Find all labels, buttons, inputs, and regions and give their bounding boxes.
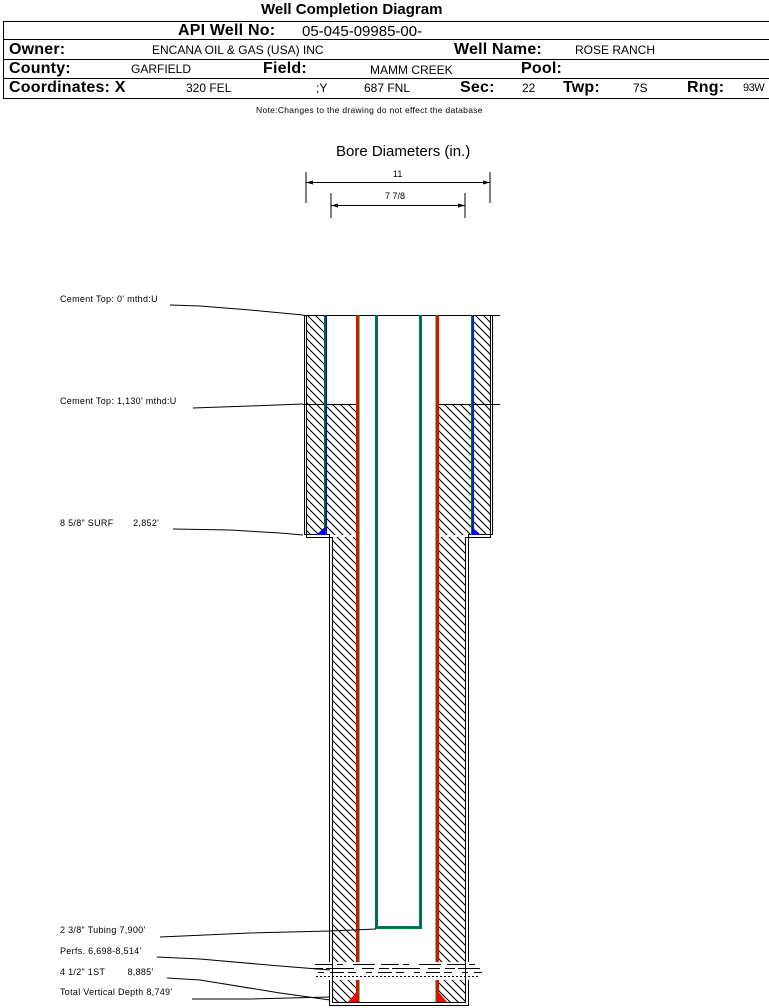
api-well-label: API Well No: [178, 22, 276, 39]
casing-edge [324, 315, 326, 535]
bore-dimension-7-7-8: 7 7/8 [330, 191, 466, 218]
coordinates-x-label: Coordinates: X [9, 79, 126, 96]
cement-surface-right [473, 315, 490, 535]
rng-label: Rng: [687, 79, 725, 96]
cement-production-lower-left [332, 537, 357, 1002]
tubing-string [375, 315, 422, 929]
api-well-value: 05-045-09985-00- [302, 23, 423, 40]
annotation-tubing: 2 3/8" Tubing 7,900' [60, 925, 145, 935]
casing-edge [435, 315, 437, 1002]
page-title: Well Completion Diagram [261, 1, 443, 18]
casing-wall-left [356, 315, 359, 1002]
table-row-divider [3, 78, 769, 79]
disclaimer-note: Note:Changes to the drawing do not effec… [256, 105, 483, 115]
arrow-right-icon [483, 180, 490, 185]
sec-value: 22 [522, 81, 536, 95]
cement-surface-left [306, 315, 325, 535]
inner-wall [306, 316, 491, 1003]
perforations [313, 962, 482, 980]
table-row-divider [3, 59, 769, 60]
casing-shoe-right-icon [472, 527, 481, 535]
well-name-label: Well Name: [454, 41, 542, 58]
casing-shoe-right-icon [437, 990, 447, 1002]
cement-production-upper-left [326, 404, 357, 535]
cement-production-upper-right [439, 404, 472, 535]
leader-production-casing [166, 977, 331, 1001]
bore-dimension-11: 11 [305, 169, 491, 203]
perforation-gap [320, 962, 480, 980]
wall-segment [465, 962, 466, 980]
county-label: County: [9, 60, 71, 77]
coordinates-y-value: 687 FNL [364, 81, 411, 95]
twp-value: 7S [633, 81, 648, 95]
bore-diameter-label: 11 [393, 169, 402, 179]
annotation-cement-top-surface: Cement Top: 0' mthd:U [60, 294, 158, 304]
annotation-perfs: Perfs. 6,698-8,514' [60, 946, 141, 956]
arrow-right-icon [458, 203, 465, 208]
cement-production-lower-right [439, 537, 465, 1002]
field-label: Field: [263, 60, 307, 77]
bore-diameters-title: Bore Diameters (in.) [336, 143, 470, 160]
casing-edge [471, 315, 473, 535]
rng-value: 93W [743, 82, 765, 94]
production-casing [348, 315, 447, 1002]
casing-shoe-left-icon [348, 990, 358, 1002]
coordinates-x-value: 320 FEL [186, 81, 232, 95]
tubing-core [376, 315, 421, 928]
table-border-top [3, 21, 769, 22]
well-name-value: ROSE RANCH [575, 43, 656, 57]
owner-value: ENCANA OIL & GAS (USA) INC [152, 43, 324, 57]
table-row-divider [3, 39, 769, 40]
twp-label: Twp: [563, 79, 600, 96]
cement-hatch [306, 315, 490, 1002]
casing-wall-right [472, 315, 474, 535]
annotation-surface-casing: 8 5/8" SURF 2,852' [60, 518, 159, 528]
arrow-left-icon [306, 180, 313, 185]
leader-perfs [156, 956, 331, 971]
casing-shoe-left-icon [316, 527, 325, 535]
casing-wall-right [436, 315, 439, 1002]
coordinates-y-label: ;Y [316, 81, 328, 95]
leader-cement-top-surface [169, 304, 304, 316]
leader-total-depth [192, 996, 331, 1000]
tubing [375, 315, 422, 929]
wall-segment [332, 962, 333, 980]
borehole-walls [303, 315, 500, 1006]
outer-wall [304, 316, 493, 1006]
leader-cement-top-production [192, 403, 304, 409]
table-border-bottom [3, 98, 769, 99]
bore-diameter-label: 7 7/8 [385, 191, 405, 201]
county-value: GARFIELD [131, 62, 192, 76]
table-border-left [3, 21, 4, 99]
owner-label: Owner: [9, 41, 66, 58]
leader-lines [156, 304, 377, 1001]
arrow-left-icon [331, 203, 338, 208]
annotation-production-casing: 4 1/2" 1ST 8,885' [60, 967, 154, 977]
field-value: MAMM CREEK [370, 63, 453, 77]
annotation-total-depth: Total Vertical Depth 8,749' [60, 987, 172, 997]
leader-surface-casing [172, 528, 304, 536]
leader-tubing [159, 928, 377, 938]
surface-casing [316, 315, 481, 535]
annotation-cement-top-production: Cement Top: 1,130' mthd:U [60, 396, 177, 406]
casing-edge [358, 315, 360, 1002]
casing-wall-left [325, 315, 327, 535]
pool-label: Pool: [521, 60, 562, 77]
sec-label: Sec: [460, 79, 495, 96]
